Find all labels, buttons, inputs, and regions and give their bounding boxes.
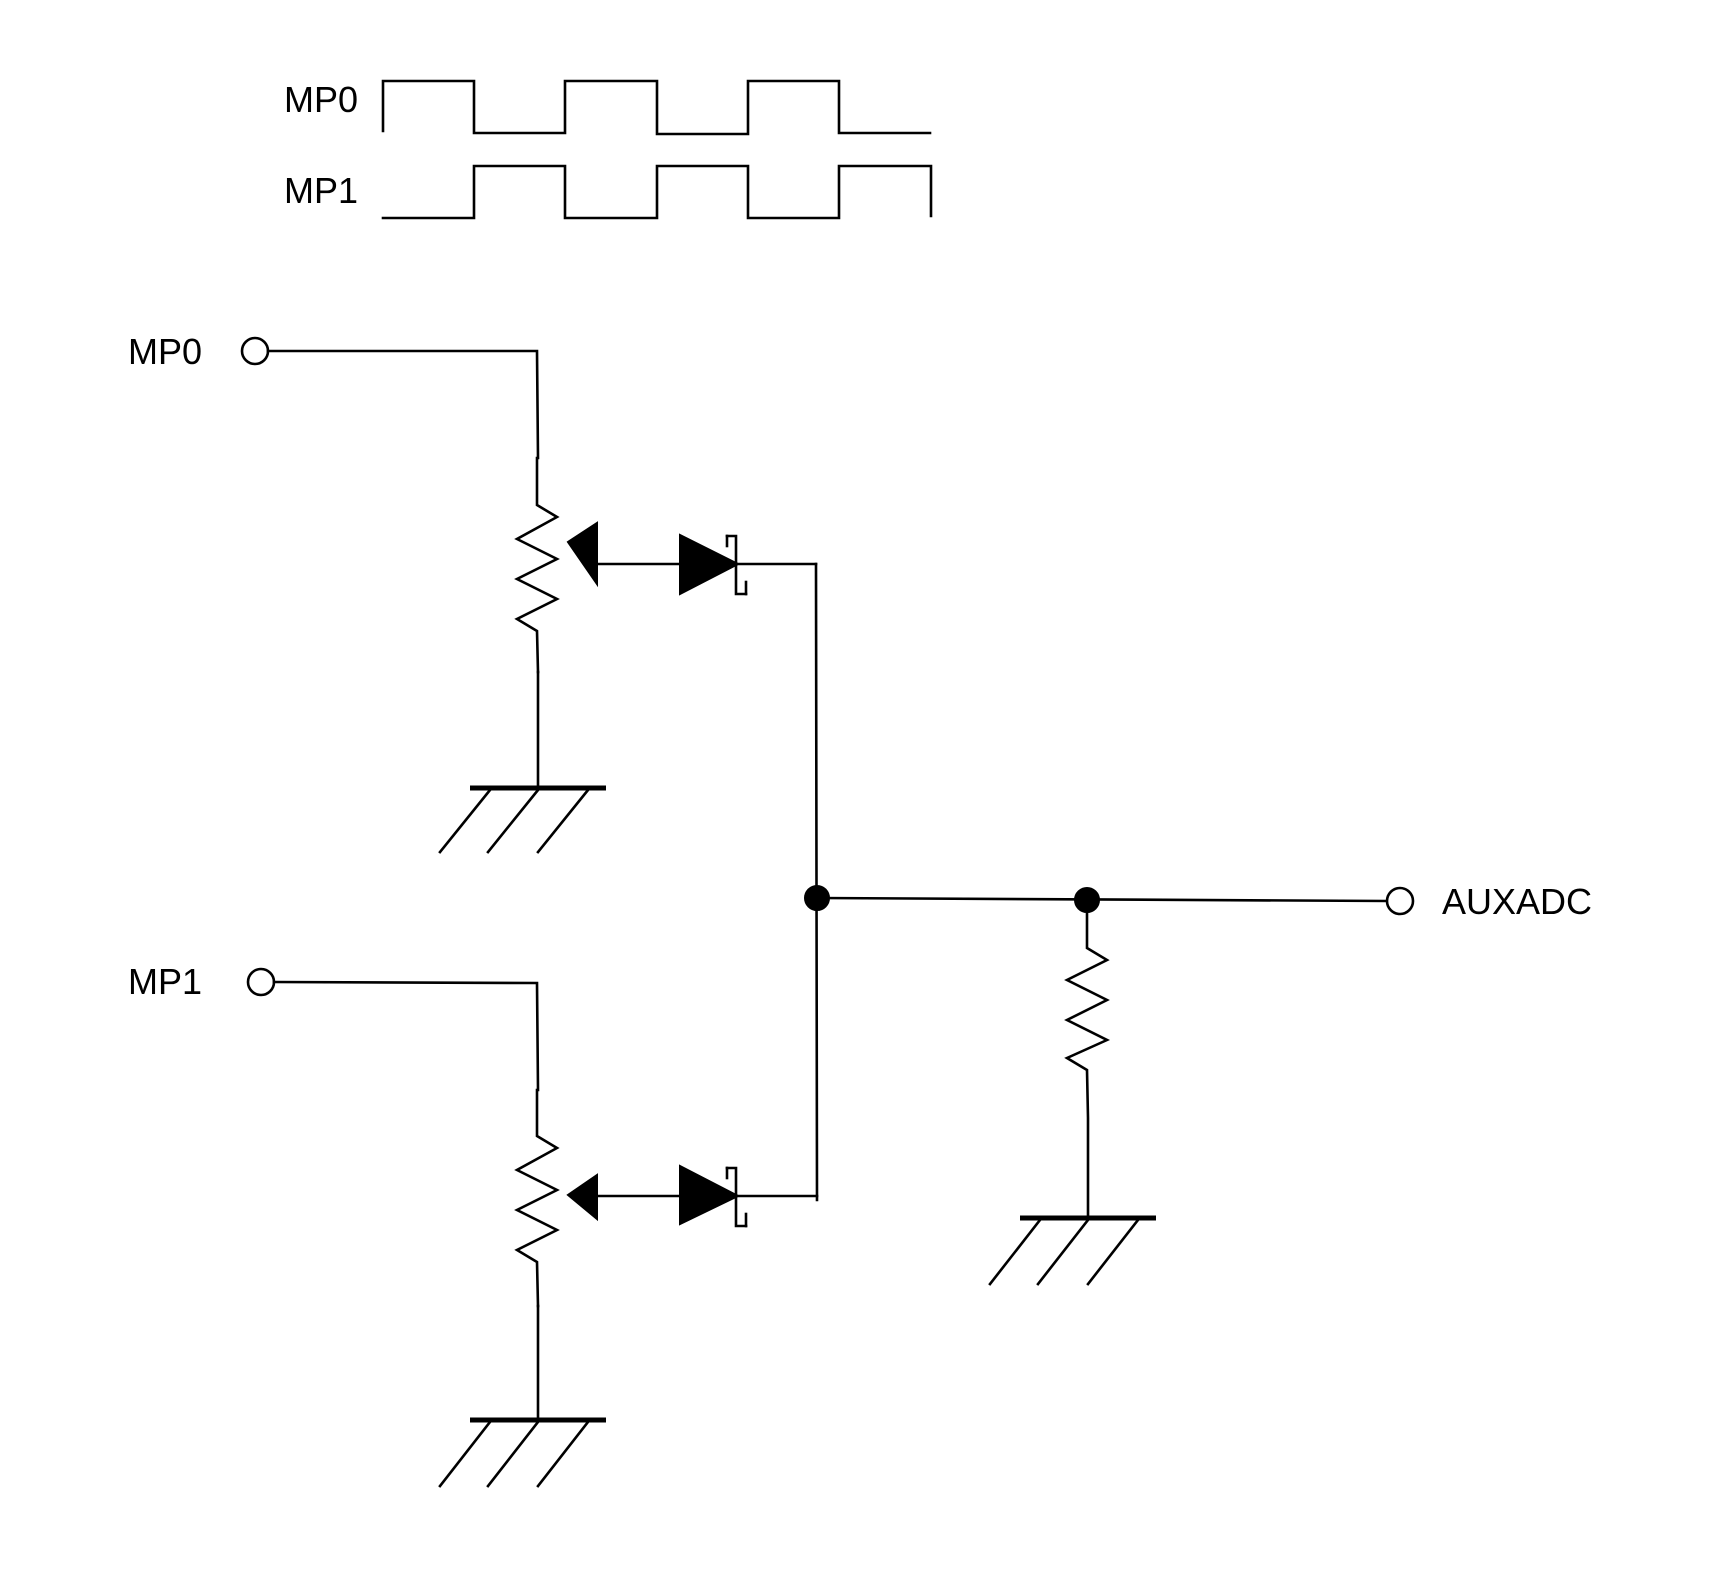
terminal-mp0-label: MP0 bbox=[128, 331, 202, 372]
branch-mp1: MP1 bbox=[128, 961, 748, 1488]
branch-mp0: MP0 bbox=[128, 331, 818, 854]
waveform-mp1-trace bbox=[381, 164, 933, 220]
resistor-pulldown bbox=[1064, 898, 1111, 1220]
potentiometer-mp0 bbox=[514, 456, 560, 674]
ground-symbol-mp1 bbox=[438, 1417, 606, 1488]
wiper-arrow-mp0 bbox=[566, 521, 598, 588]
waveform-mp0-label: MP0 bbox=[284, 79, 358, 120]
ground-symbol-output bbox=[988, 1215, 1156, 1286]
schottky-bar-mp0 bbox=[725, 534, 748, 596]
ground-symbol-mp0 bbox=[438, 785, 606, 854]
terminal-mp1-label: MP1 bbox=[128, 961, 202, 1002]
terminal-mp1[interactable] bbox=[246, 967, 276, 997]
schottky-diode-mp1 bbox=[679, 1164, 741, 1226]
wire-mp1-in bbox=[272, 980, 540, 1092]
terminal-auxadc[interactable] bbox=[1385, 886, 1415, 916]
waveform-mp1-label: MP1 bbox=[284, 170, 358, 211]
wiper-arrow-mp1 bbox=[566, 1173, 598, 1222]
schottky-bar-mp1 bbox=[725, 1166, 748, 1228]
waveform-section: MP0 MP1 bbox=[284, 79, 933, 220]
potentiometer-mp1 bbox=[514, 1088, 560, 1308]
terminal-mp0[interactable] bbox=[240, 336, 270, 366]
wire-output bbox=[815, 896, 1389, 903]
terminal-auxadc-label: AUXADC bbox=[1442, 881, 1592, 922]
wire-mp0-in bbox=[266, 349, 540, 460]
waveform-mp0-trace bbox=[381, 79, 932, 136]
wire-bus-vertical bbox=[814, 562, 819, 1202]
schottky-diode-mp0 bbox=[679, 533, 741, 596]
